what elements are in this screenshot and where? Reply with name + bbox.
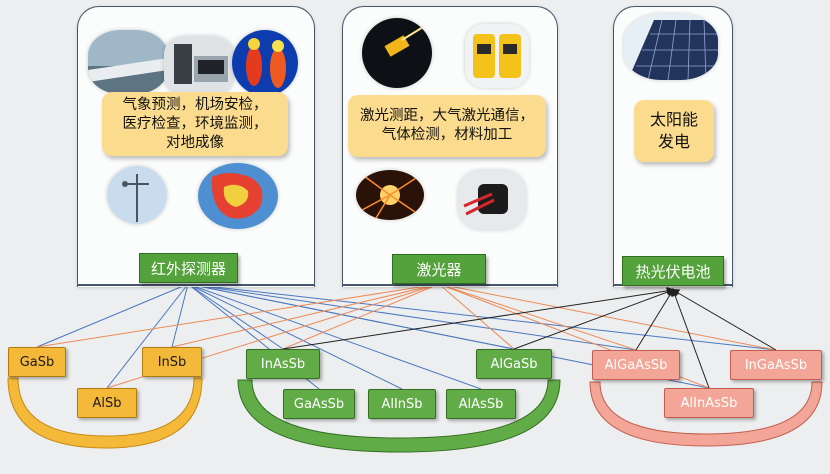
material-alsb: AlSb [77, 388, 137, 418]
thermal-body-photo [232, 30, 298, 96]
line-to-infrared-0 [37, 284, 188, 347]
laser-panel-base [342, 284, 558, 286]
weather-satellite-photo [88, 30, 168, 94]
line-to-tpv-1 [514, 290, 673, 349]
gas-detector-photo [465, 24, 529, 88]
line-to-infrared-9 [188, 284, 776, 350]
line-to-infrared-7 [188, 284, 481, 389]
material-gaassb: GaAsSb [283, 389, 355, 419]
laser-cutting-photo [356, 170, 424, 220]
infrared-panel-base [77, 284, 315, 286]
line-to-laser-0 [37, 284, 439, 347]
line-to-tpv-2 [636, 290, 673, 350]
device-tpv-cell: 热光伏电池 [622, 256, 724, 286]
device-laser: 激光器 [392, 254, 486, 284]
infrared-applications: 气象预测，机场安检， 医疗检查，环境监测， 对地成像 [102, 92, 288, 156]
material-alinsb: AlInSb [368, 389, 436, 419]
fiber-connector-photo [458, 170, 526, 230]
tpv-app-line-1: 太阳能 [650, 109, 698, 131]
tpv-applications: 太阳能 发电 [634, 100, 714, 162]
infrared-app-line-2: 医疗检查，环境监测， [123, 115, 268, 134]
thermal-map-photo [198, 163, 278, 229]
solar-panel-photo [624, 14, 718, 80]
material-algaassb: AlGaAsSb [592, 350, 680, 380]
material-alassb: AlAsSb [446, 389, 516, 419]
laser-app-line-1: 激光测距，大气激光通信， [360, 107, 534, 126]
material-gasb: GaSb [8, 347, 66, 377]
material-insb: InSb [142, 347, 202, 377]
material-algasb: AlGaSb [476, 349, 552, 379]
weather-station-photo [107, 166, 167, 224]
laser-rangefinder-photo [362, 18, 432, 88]
line-to-tpv-3 [673, 290, 776, 350]
tpv-app-line-2: 发电 [650, 131, 698, 153]
laser-app-line-2: 气体检测，材料加工 [360, 126, 534, 145]
airport-scanner-photo [164, 36, 234, 96]
line-to-laser-3 [283, 284, 439, 349]
material-ingaassb: InGaAsSb [730, 350, 822, 380]
laser-applications: 激光测距，大气激光通信， 气体检测，材料加工 [348, 95, 546, 157]
material-inassb: InAsSb [246, 349, 320, 379]
device-infrared-detector: 红外探测器 [139, 253, 238, 283]
infrared-app-line-1: 气象预测，机场安检， [123, 96, 268, 115]
line-to-infrared-1 [172, 284, 188, 347]
infrared-app-line-3: 对地成像 [123, 134, 268, 153]
material-alinassb: AlInAsSb [664, 388, 754, 418]
line-to-laser-4 [439, 284, 514, 349]
